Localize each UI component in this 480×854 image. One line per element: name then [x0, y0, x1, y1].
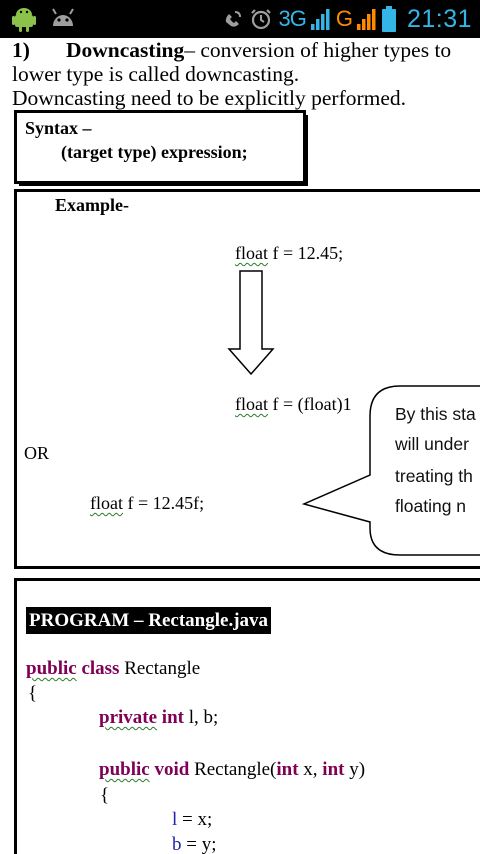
example-line-3: float f = 12.45f;: [90, 493, 204, 514]
battery-icon: [381, 6, 396, 32]
ctor-name: Rectangle(: [194, 759, 277, 780]
term-downcasting: Downcasting: [66, 38, 185, 62]
callout-line-3: treating th: [395, 466, 473, 486]
example-line-2-rest: f = (float)1: [268, 394, 352, 414]
syntax-expression: (target type) expression;: [61, 142, 248, 162]
status-left-icons: [12, 6, 76, 32]
android-debug-icon: [52, 8, 74, 26]
class-keyword: class: [81, 658, 120, 679]
assign-rest: = x;: [177, 809, 213, 830]
explicit-note: Downcasting need to be explicitly perfor…: [12, 86, 407, 110]
status-right-icons: 3G G 21:31: [222, 4, 472, 34]
down-arrow-icon: [227, 270, 275, 376]
public-keyword: public: [99, 759, 150, 780]
float-keyword: float: [235, 243, 268, 263]
or-label: OR: [24, 443, 50, 463]
assign-var: l: [172, 809, 178, 830]
status-bar: 3G G 21:31: [0, 0, 480, 38]
syntax-label: Syntax –: [25, 118, 92, 138]
callout-line-1: By this sta: [395, 404, 476, 424]
clock: 21:31: [406, 4, 472, 33]
code-class-line: public class Rectangle: [26, 658, 200, 680]
document-paragraph: 1) Downcasting– conversion of higher type…: [12, 38, 478, 110]
android-icon: [12, 8, 36, 32]
assign-var: b: [172, 834, 182, 854]
field-vars: l, b;: [188, 707, 219, 728]
public-keyword: public: [26, 658, 77, 679]
callout-line-4: floating n: [395, 496, 467, 516]
alarm-icon: [251, 9, 272, 30]
example-box: [14, 189, 480, 569]
callout-line-2: will under: [395, 434, 469, 454]
program-title: PROGRAM – Rectangle.java: [26, 607, 272, 634]
signal-icon: [310, 9, 330, 30]
ctor-param-1: x,: [298, 759, 323, 780]
ctor-param-2: y): [344, 759, 366, 780]
phone-vibrate-icon: [226, 11, 242, 27]
assign-rest: = y;: [181, 834, 217, 854]
signal-icon: [356, 9, 376, 30]
network-type-3g: 3G: [278, 6, 306, 31]
int-keyword: int: [161, 707, 184, 728]
float-keyword: float: [235, 394, 268, 414]
private-keyword: private: [99, 707, 158, 728]
int-keyword: int: [276, 759, 299, 780]
code-assign-2: b = y;: [172, 834, 217, 854]
network-type-g: G: [335, 6, 353, 31]
code-ctor-line: public void Rectangle(int x, int y): [99, 759, 365, 781]
class-name: Rectangle: [124, 658, 201, 679]
code-assign-1: l = x;: [172, 809, 212, 831]
void-keyword: void: [154, 759, 190, 780]
list-number: 1): [12, 38, 30, 62]
float-keyword: float: [90, 493, 123, 513]
syntax-box: [14, 110, 308, 186]
code-class-brace: {: [28, 683, 38, 704]
code-ctor-brace: {: [100, 785, 110, 806]
program-box: [14, 578, 480, 854]
example-label: Example-: [55, 195, 129, 215]
code-field-line: private int l, b;: [99, 707, 218, 729]
example-line-1: float f = 12.45;: [235, 243, 343, 264]
int-keyword: int: [322, 759, 345, 780]
callout-bubble: [301, 385, 480, 556]
example-line-3-rest: f = 12.45f;: [123, 493, 205, 513]
definition-text: – conversion of higher types to lower ty…: [12, 38, 452, 86]
example-line-1-rest: f = 12.45;: [268, 243, 344, 263]
example-line-2: float f = (float)1: [235, 394, 352, 415]
